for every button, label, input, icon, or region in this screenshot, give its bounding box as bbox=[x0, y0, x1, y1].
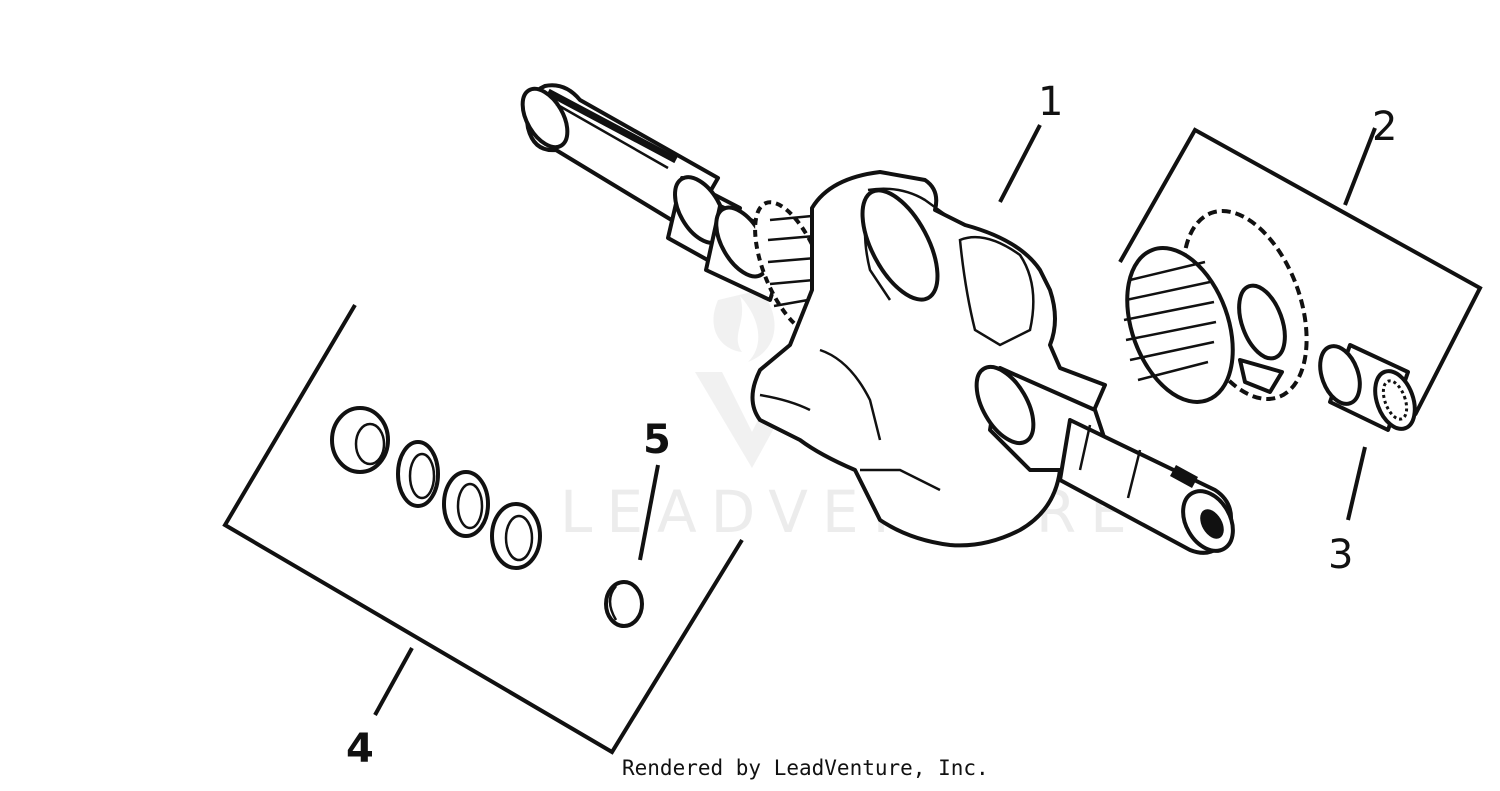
leader-2 bbox=[1343, 127, 1377, 206]
leader-4 bbox=[373, 647, 414, 716]
shim-3 bbox=[442, 470, 490, 538]
leader-lines bbox=[222, 124, 1483, 755]
shim-4 bbox=[490, 502, 542, 570]
callout-3: 3 bbox=[1328, 532, 1353, 578]
shim-1 bbox=[330, 406, 390, 474]
leader-3 bbox=[1346, 446, 1367, 521]
callout-5: 5 bbox=[643, 417, 671, 463]
shim-2 bbox=[396, 440, 440, 508]
callout-4: 4 bbox=[346, 726, 374, 772]
leader-5 bbox=[638, 464, 660, 561]
snap-ring bbox=[604, 580, 644, 628]
crankshaft bbox=[520, 83, 1235, 555]
shim-set bbox=[330, 406, 542, 570]
leader-1 bbox=[998, 124, 1042, 203]
callout-2: 2 bbox=[1372, 104, 1397, 150]
bracket-2 bbox=[1118, 127, 1483, 416]
cam-gear bbox=[1123, 209, 1309, 404]
callouts: 1 2 3 4 5 bbox=[346, 79, 1397, 772]
bracket-4 bbox=[222, 303, 744, 755]
credit-text: Rendered by LeadVenture, Inc. bbox=[622, 756, 989, 780]
needle-bearing bbox=[1318, 343, 1417, 432]
callout-1: 1 bbox=[1038, 79, 1063, 125]
